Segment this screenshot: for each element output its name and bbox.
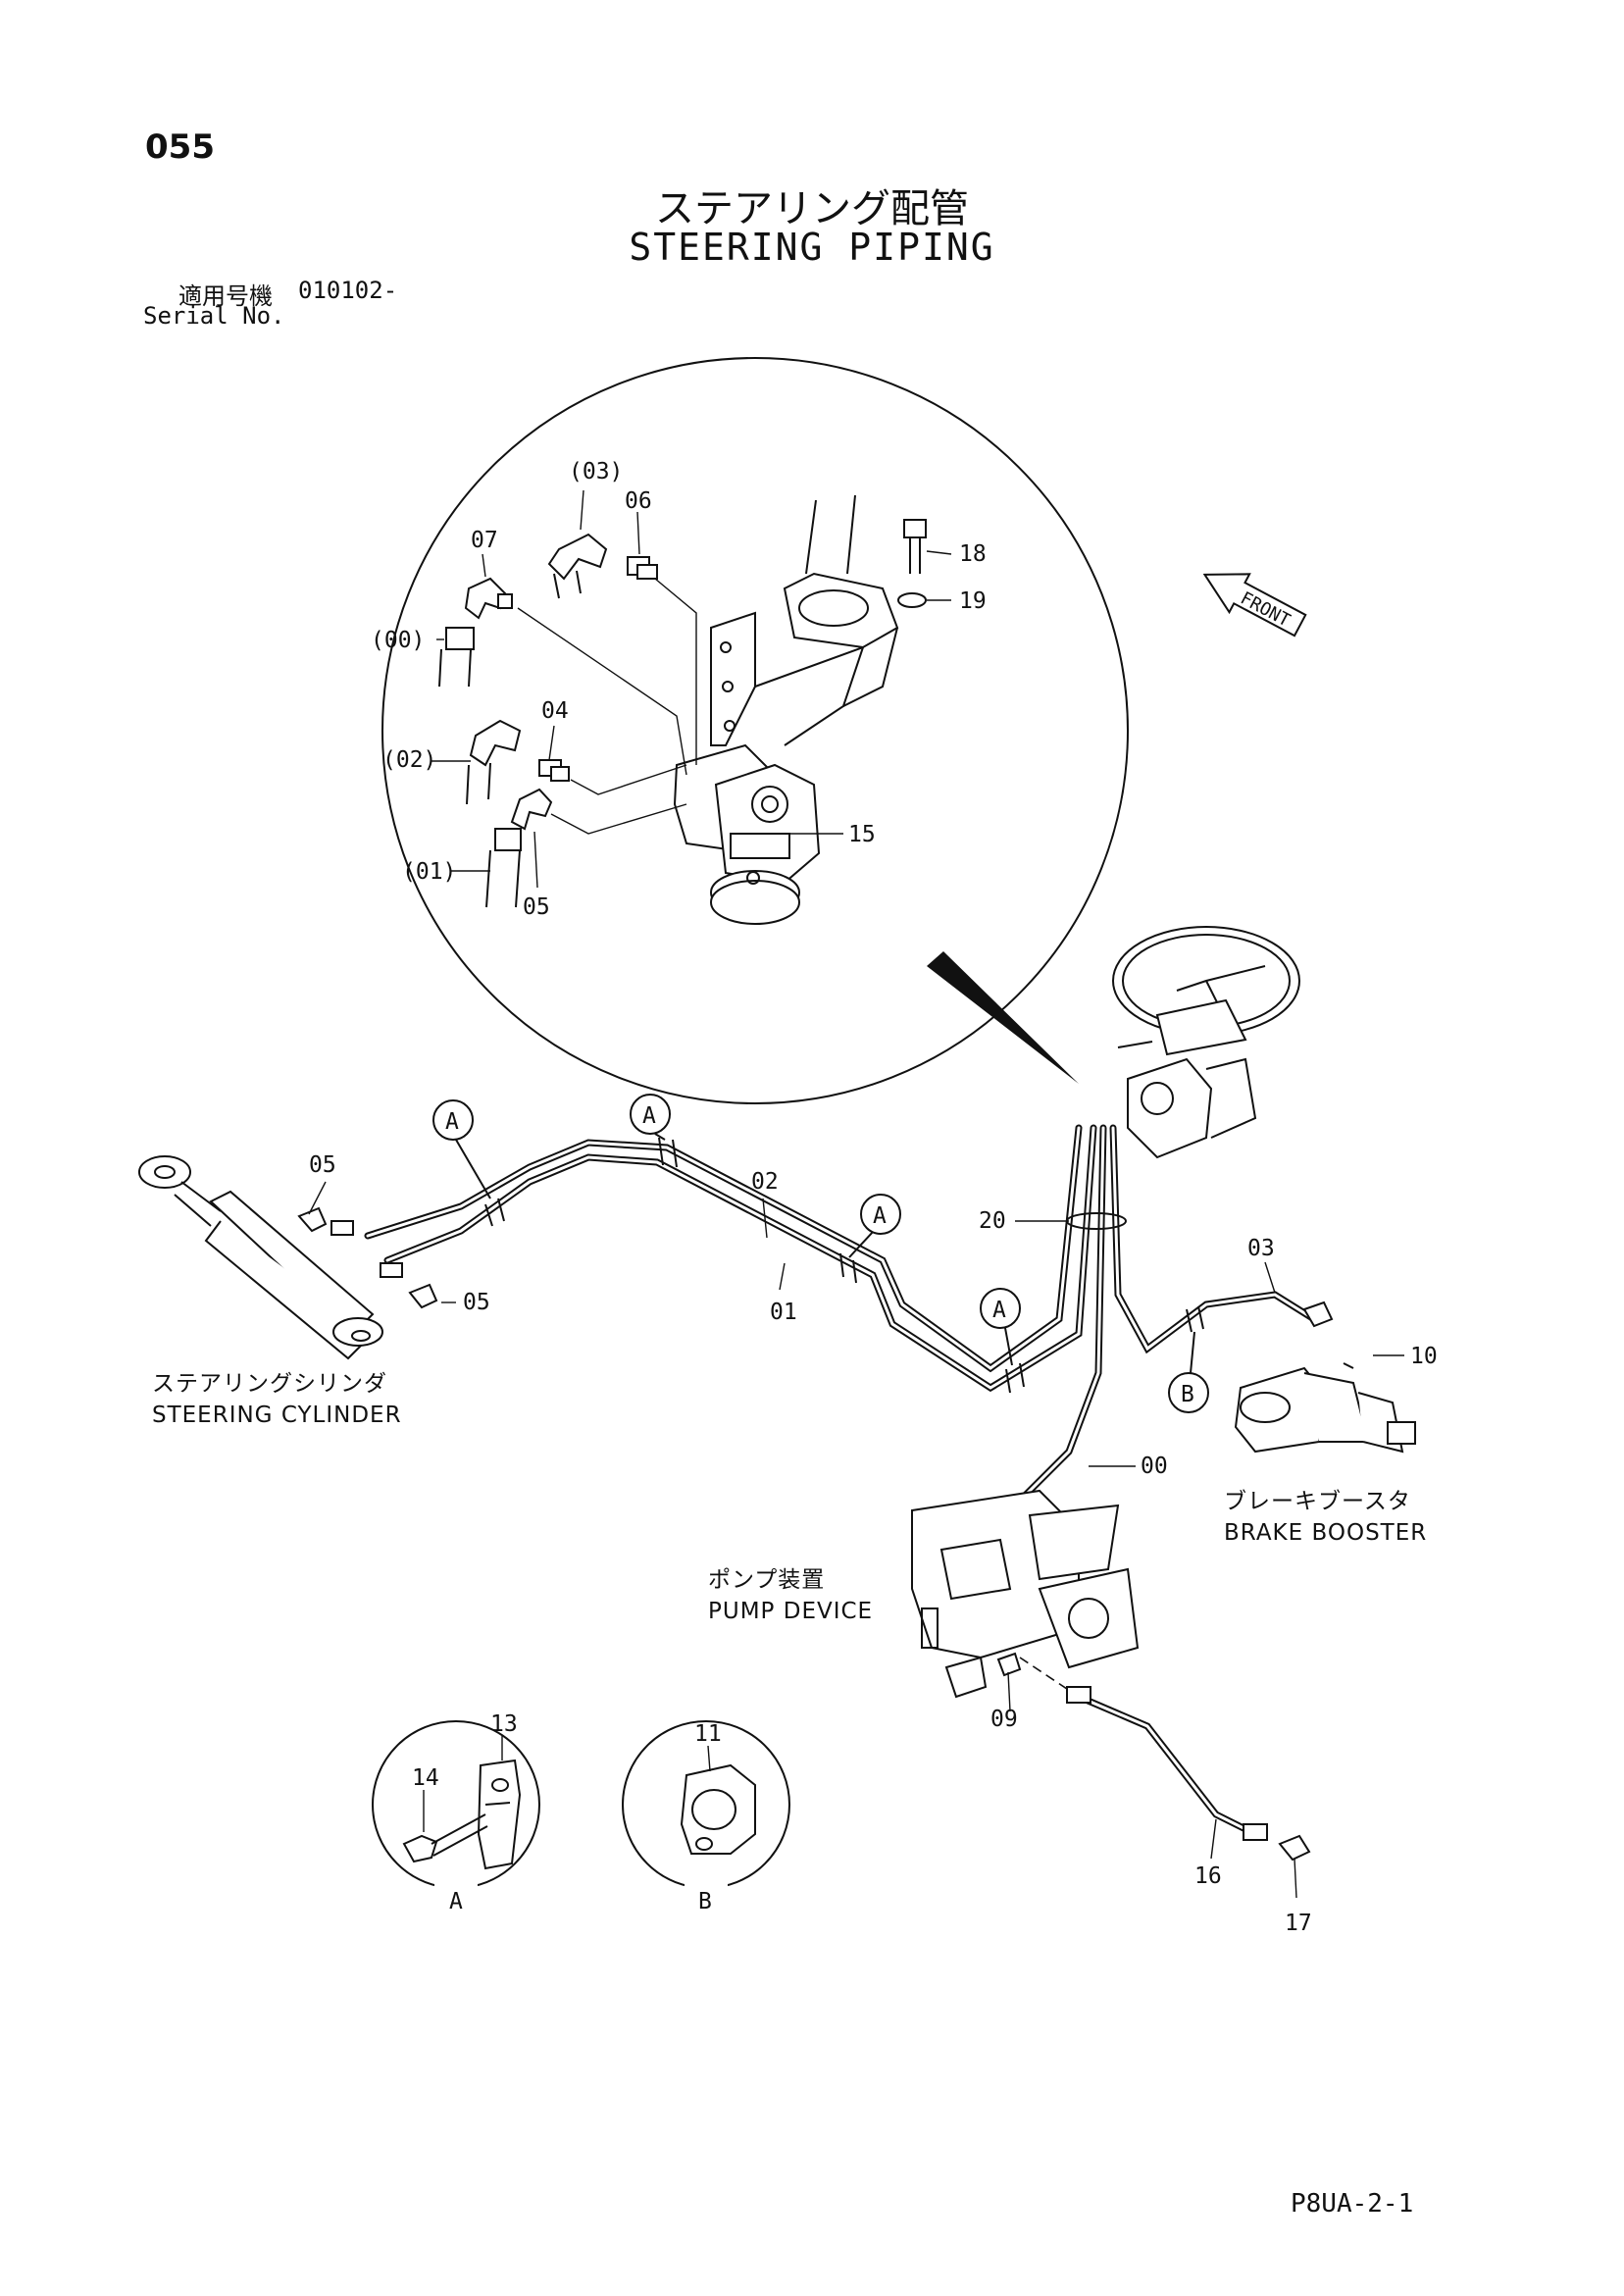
svg-text:A: A — [873, 1203, 887, 1229]
serial-value: 010102- — [298, 277, 398, 304]
caption-brake-booster-en: BRAKE BOOSTER — [1224, 1520, 1427, 1546]
label-20: 20 — [979, 1208, 1006, 1234]
caption-brake-booster-ja: ブレーキブースタ — [1224, 1489, 1411, 1514]
label-02: 02 — [751, 1169, 779, 1195]
detail-pointer — [927, 951, 1079, 1084]
callouts: A A A A B — [432, 1094, 1209, 1413]
callout-b-1: B — [1168, 1331, 1209, 1413]
fitting-16-end — [1243, 1823, 1268, 1841]
label-11: 11 — [694, 1721, 722, 1747]
detail-label-01: (01) — [402, 859, 456, 885]
detail-leaders — [431, 489, 952, 889]
svg-text:A: A — [445, 1109, 459, 1135]
front-arrow: FRONT — [1202, 573, 1307, 638]
caption-steering-cylinder-ja: ステアリングシリンダ — [152, 1371, 387, 1397]
label-09: 09 — [990, 1707, 1018, 1732]
label-01: 01 — [770, 1300, 797, 1325]
detail-label-00: (00) — [371, 628, 425, 653]
steering-valve-part — [673, 743, 821, 925]
title-japanese: ステアリング配管 — [655, 186, 969, 231]
detail-label-07: 07 — [471, 528, 498, 553]
callout-a-1: A — [432, 1099, 491, 1199]
serial-label-english: Serial No. — [143, 302, 285, 330]
serial-label-japanese: 適用号機 — [178, 282, 273, 310]
detail-label-02: (02) — [382, 747, 436, 773]
detail-label-15: 15 — [848, 822, 876, 847]
detail-fittings — [438, 519, 927, 908]
callout-a-4: A — [980, 1288, 1021, 1366]
inset-a-label: A — [449, 1889, 463, 1914]
label-00: 00 — [1141, 1454, 1168, 1479]
fitting-17 — [1278, 1834, 1311, 1862]
caption-pump-device-ja: ポンプ装置 — [708, 1567, 825, 1593]
pipe-clamps — [484, 1137, 1204, 1394]
detail-label-18: 18 — [959, 541, 987, 567]
label-03: 03 — [1247, 1236, 1275, 1261]
detail-label-04: 04 — [541, 698, 569, 724]
detail-label-03: (03) — [569, 459, 623, 485]
callout-a-2: A — [630, 1094, 671, 1141]
inset-a: A 13 14 — [372, 1711, 540, 1914]
title-english: STEERING PIPING — [629, 226, 995, 269]
label-14: 14 — [412, 1765, 439, 1791]
label-17: 17 — [1285, 1911, 1312, 1936]
svg-text:A: A — [992, 1298, 1006, 1323]
inset-b-label: B — [698, 1889, 712, 1914]
document-code: P8UA-2-1 — [1291, 2189, 1414, 2219]
callout-a-3: A — [848, 1194, 901, 1258]
steering-wheel-unit — [1112, 926, 1300, 1159]
page-number: 055 — [145, 128, 215, 167]
detail-label-06: 06 — [625, 488, 652, 514]
inset-b: B 11 — [622, 1720, 790, 1914]
label-05-upper: 05 — [309, 1152, 336, 1178]
label-10: 10 — [1410, 1344, 1438, 1369]
label-13: 13 — [490, 1711, 518, 1737]
main-leaders — [308, 1181, 1404, 1899]
caption-pump-device-en: PUMP DEVICE — [708, 1599, 873, 1624]
detail-circle — [381, 357, 1129, 1104]
label-05-lower: 05 — [463, 1290, 490, 1315]
brake-booster-part — [1234, 1301, 1416, 1454]
steering-cylinder-part — [138, 1155, 438, 1360]
label-16: 16 — [1194, 1863, 1222, 1889]
svg-text:B: B — [1181, 1382, 1194, 1407]
fitting-16-start — [1066, 1686, 1091, 1704]
pump-device-part — [911, 1489, 1140, 1699]
detail-label-05: 05 — [523, 894, 550, 920]
detail-view: (03) 06 07 18 19 (00) 04 (02) 15 (01) 05 — [371, 357, 1129, 1104]
svg-text:A: A — [642, 1103, 656, 1129]
detail-label-19: 19 — [959, 588, 987, 614]
caption-steering-cylinder-en: STEERING CYLINDER — [152, 1403, 402, 1428]
steering-column-part — [710, 494, 899, 746]
